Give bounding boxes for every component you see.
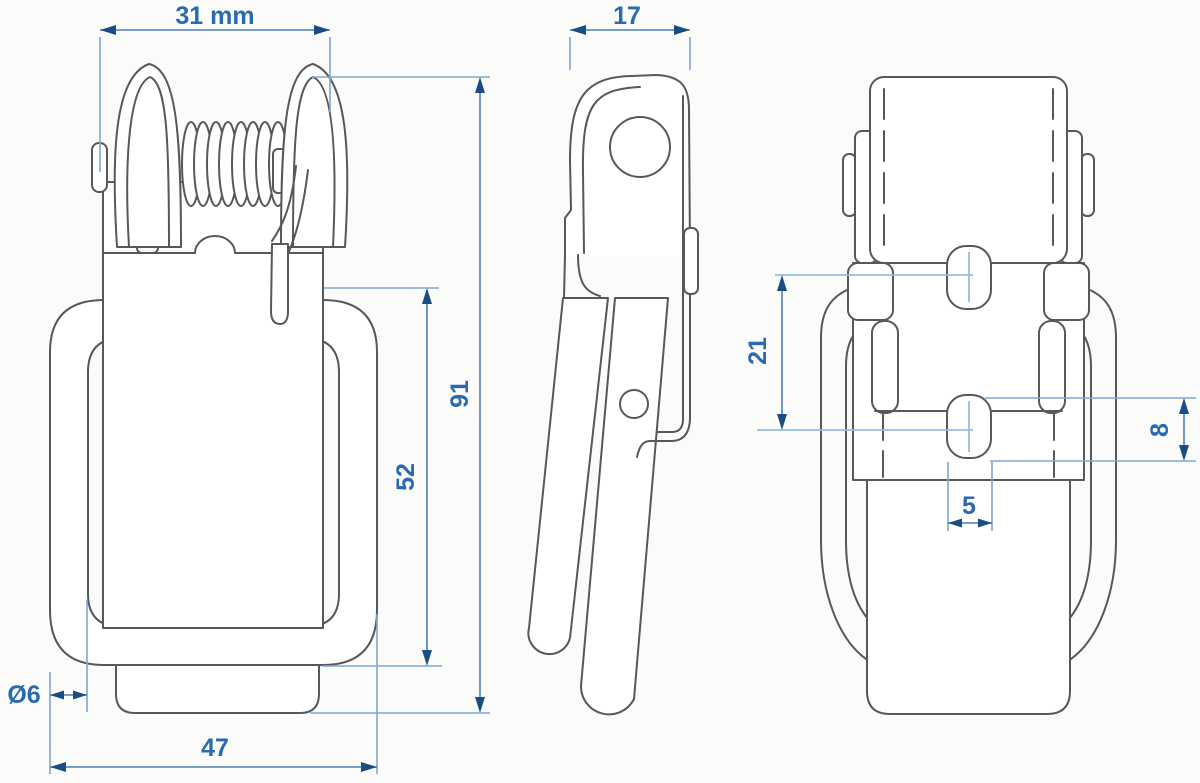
cover-hidden-dashes (883, 88, 1054, 256)
dimension-lines (50, 29, 1185, 768)
dim-label-wire-diameter: Ø6 (7, 681, 40, 709)
bail-side (527, 297, 609, 656)
slot-centerlines (757, 252, 973, 452)
lever-head-rim (581, 86, 641, 254)
lever-hole (609, 116, 671, 178)
dim-label-slot-height: 8 (1146, 423, 1174, 437)
side-channel-right (1038, 320, 1066, 414)
hidden-edge-dashes (882, 413, 1055, 479)
bracket-foot-right (1043, 262, 1090, 321)
dim-label-hook-height: 52 (392, 463, 420, 491)
hook-wire (271, 165, 309, 255)
front-view-drawing (49, 63, 378, 714)
hook-bar (270, 243, 289, 325)
dim-label-slot-width: 5 (962, 492, 976, 520)
side-channel-left (871, 320, 899, 414)
bracket-foot-left (847, 262, 894, 321)
dim-label-overall-height: 91 (446, 380, 474, 408)
dim-label-depth: 17 (613, 2, 641, 30)
back-plate-lower (866, 467, 1071, 715)
head-strip (563, 254, 601, 299)
lever-head (564, 74, 691, 258)
back-view-drawing (820, 76, 1117, 715)
plate-foot (115, 664, 320, 714)
bail-leg-left (820, 289, 879, 662)
dim-label-slot-spacing: 21 (744, 337, 772, 365)
dimension-arrows (50, 25, 1189, 772)
spring-coil (181, 121, 288, 207)
ear-left (113, 63, 182, 248)
ear-right (280, 63, 349, 248)
bail-leg-right (1058, 289, 1117, 662)
side-view-drawing (527, 74, 699, 716)
catch-tab-side (683, 227, 699, 295)
rivet-boss (619, 389, 649, 419)
dim-label-bail-width: 47 (201, 734, 229, 762)
dim-label-top-width: 31 mm (175, 2, 254, 30)
extension-lines (49, 37, 1196, 774)
dimension-labels: 31 mm 17 91 52 Ø6 47 21 8 5 (7, 2, 1174, 762)
cover-plate (869, 76, 1068, 264)
ear-left-rim (126, 76, 170, 248)
